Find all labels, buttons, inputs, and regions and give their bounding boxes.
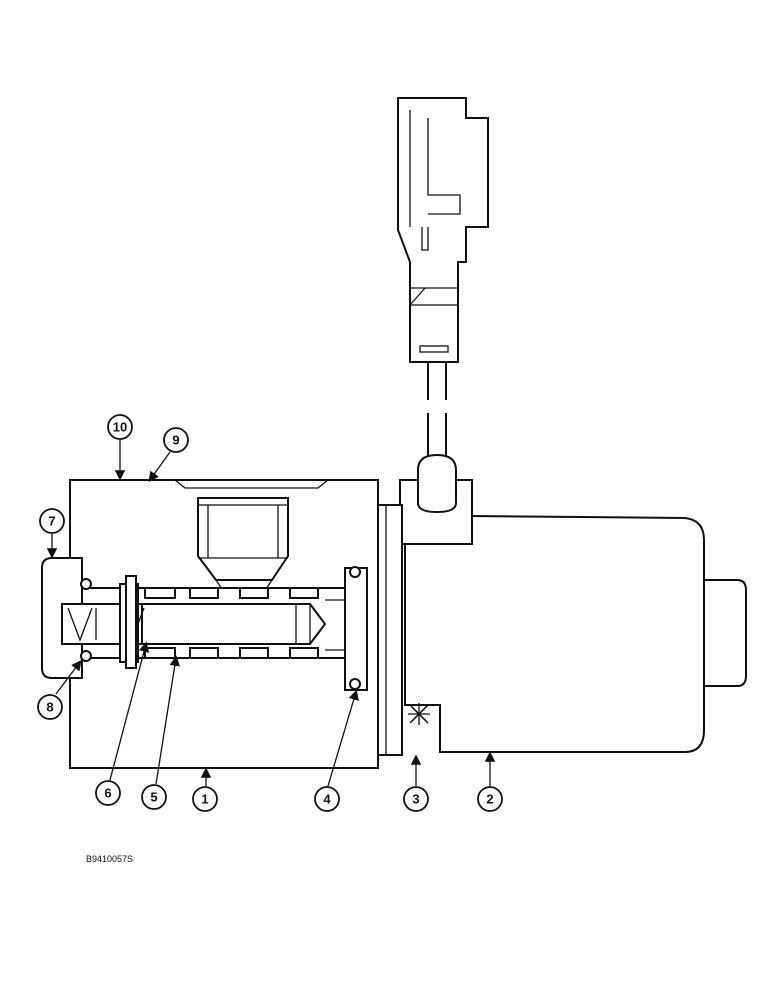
- callout-9-label: 9: [172, 433, 179, 448]
- valve-spool: [139, 603, 327, 645]
- coil-connector-socket: [399, 453, 473, 545]
- callout-2-label: 2: [486, 792, 493, 807]
- solenoid-coil: [404, 515, 747, 753]
- callout-7-label: 7: [48, 514, 55, 529]
- callout-1-label: 1: [201, 792, 208, 807]
- callout-4: 4: [314, 786, 340, 812]
- callout-6-label: 6: [104, 786, 111, 801]
- callout-7: 7: [39, 508, 65, 534]
- callout-8-label: 8: [46, 700, 53, 715]
- electrical-connector: [397, 97, 489, 363]
- callout-4-label: 4: [323, 792, 331, 807]
- figure-id: B9410057S: [86, 854, 133, 864]
- callout-5: 5: [141, 784, 167, 810]
- nameplate-mark: [408, 703, 430, 725]
- callout-1: 1: [192, 786, 218, 812]
- callout-9: 9: [163, 427, 189, 453]
- leader-lines: [46, 440, 496, 787]
- callout-8: 8: [37, 694, 63, 720]
- callout-3: 3: [403, 786, 429, 812]
- connector-wire: [427, 362, 447, 470]
- callout-2: 2: [477, 786, 503, 812]
- callout-5-label: 5: [150, 790, 157, 805]
- end-plug: [41, 557, 145, 679]
- callout-10: 10: [107, 414, 133, 440]
- coil-mounting-plate: [377, 504, 403, 756]
- callout-10-label: 10: [113, 420, 127, 435]
- spool-end-plate: [325, 566, 368, 691]
- callout-3-label: 3: [412, 792, 419, 807]
- callout-6: 6: [95, 780, 121, 806]
